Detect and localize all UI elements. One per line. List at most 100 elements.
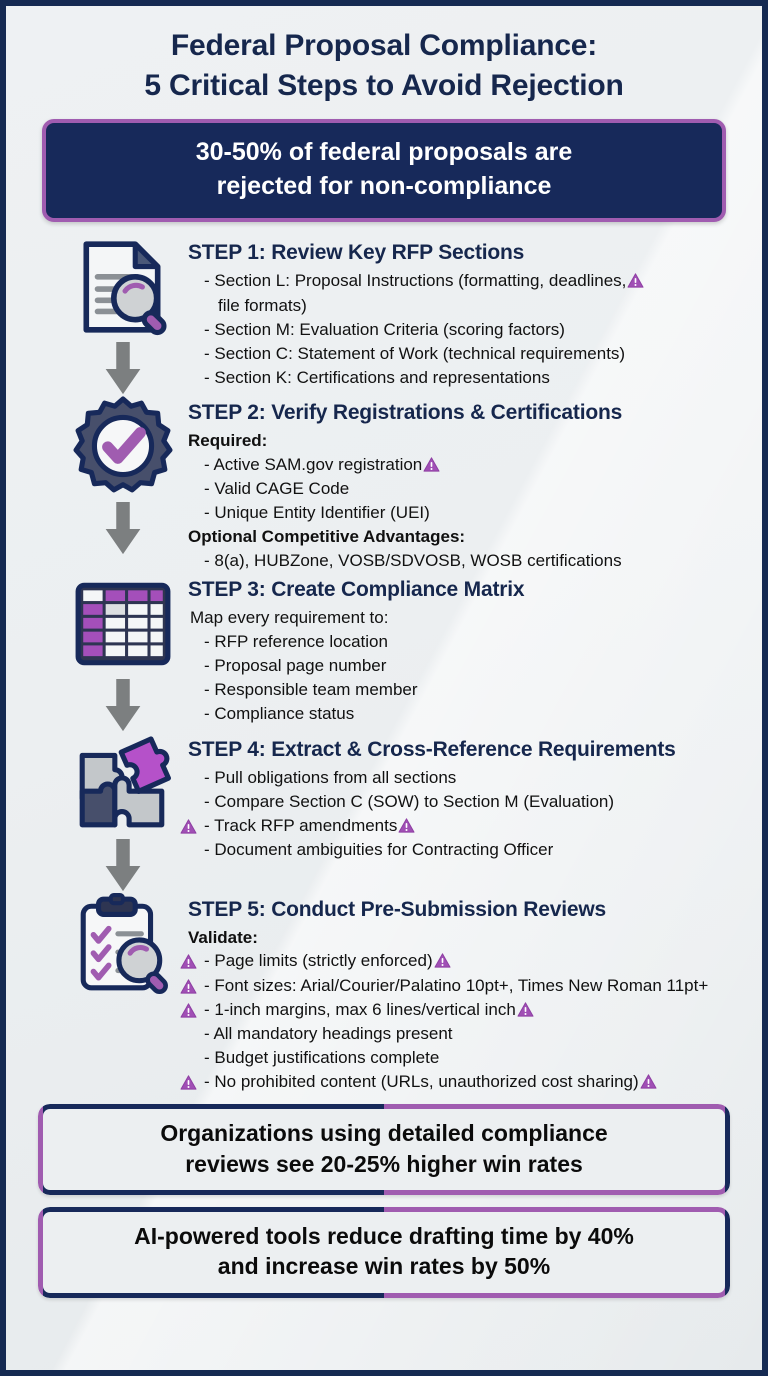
bullet-text: - All mandatory headings present — [204, 1023, 453, 1043]
step-2-text-column: STEP 2: Verify Registrations & Certifica… — [182, 396, 744, 573]
down-arrow-icon — [100, 678, 146, 733]
page-title: Federal Proposal Compliance: 5 Critical … — [6, 6, 762, 105]
banner-line1: AI-powered tools reduce drafting time by… — [134, 1222, 634, 1249]
banner-line2: and increase win rates by 50% — [217, 1253, 551, 1280]
clipboard-checklist-magnifier-icon — [72, 892, 174, 995]
page-title-line2: 5 Critical Steps to Avoid Rejection — [144, 68, 624, 102]
step-3-heading: STEP 3: Create Compliance Matrix — [188, 577, 525, 601]
step-2-bullet-2: - Active SAM.gov registration — [188, 453, 744, 477]
step-3-bullet-5: - Compliance status — [188, 702, 744, 726]
outcome-banners: Organizations using detailed compliance r… — [6, 1094, 762, 1298]
step-1-bullet-1: - Section L: Proposal Instructions (form… — [188, 269, 744, 317]
step-4: STEP 4: Extract & Cross-Reference Requir… — [6, 733, 762, 893]
step-3-bullet-2: - RFP reference location — [188, 630, 744, 654]
document-magnifier-icon — [72, 236, 174, 338]
warning-triangle-icon — [180, 978, 197, 994]
step-2-bullet-6: - 8(a), HUBZone, VOSB/SDVOSB, WOSB certi… — [188, 549, 744, 573]
banner-line2: reviews see 20-25% higher win rates — [185, 1150, 583, 1177]
step-2-subheading: Optional Competitive Advantages: — [188, 525, 744, 548]
warning-triangle-icon — [180, 1075, 197, 1090]
step-4-bullet-4: - Document ambiguities for Contracting O… — [188, 838, 744, 862]
warning-triangle-icon — [434, 953, 451, 969]
warning-triangle-icon — [423, 457, 440, 472]
step-1-bullet-2: - Section M: Evaluation Criteria (scorin… — [188, 318, 744, 342]
hero-stat-line2: rejected for non-compliance — [216, 171, 552, 200]
step-1-bullet-4: - Section K: Certifications and represen… — [188, 366, 744, 390]
step-4-bullet-2: - Compare Section C (SOW) to Section M (… — [188, 790, 744, 814]
bullet-text: - Compliance status — [204, 704, 355, 724]
bullet-text: - RFP reference location — [204, 632, 388, 652]
step-4-text-column: STEP 4: Extract & Cross-Reference Requir… — [180, 733, 744, 863]
step-5-heading: STEP 5: Conduct Pre-Submission Reviews — [188, 897, 606, 921]
down-arrow-icon — [100, 342, 146, 396]
step-1-icon-column — [64, 236, 182, 396]
bullet-text: - Responsible team member — [204, 680, 418, 700]
step-4-icon-column — [64, 733, 182, 893]
step-2-bullet-3: - Valid CAGE Code — [188, 477, 744, 501]
step-5-bullet-2: - Page limits (strictly enforced) — [180, 949, 744, 973]
warning-triangle-icon — [517, 1002, 534, 1017]
step-1: STEP 1: Review Key RFP Sections - Section… — [6, 236, 762, 396]
hero-stat-line1: 30-50% of federal proposals are — [195, 138, 573, 167]
bullet-text: - Section M: Evaluation Criteria (scorin… — [204, 319, 565, 339]
banner-text: Organizations using detailed compliance r… — [54, 1118, 714, 1179]
badge-check-icon — [72, 396, 174, 498]
down-arrow-icon — [100, 838, 146, 893]
bullet-text: - Budget justifications complete — [204, 1047, 440, 1067]
step-5-bullet-6: - Budget justifications complete — [188, 1046, 744, 1070]
bullet-text: - 1-inch margins, max 6 lines/vertical i… — [204, 999, 516, 1019]
step-5-bullet-3: - Font sizes: Arial/Courier/Palatino 10p… — [180, 974, 744, 998]
down-arrow-icon — [100, 502, 146, 556]
step-5-bullet-4: - 1-inch margins, max 6 lines/vertical i… — [180, 998, 744, 1022]
bullet-text: Validate: — [188, 927, 258, 947]
bullet-text: - Proposal page number — [204, 656, 387, 676]
step-3-intro-text: Map every requirement to: — [188, 606, 744, 630]
bullet-text: - Unique Entity Identifier (UEI) — [204, 503, 430, 523]
outcome-banner-2: AI-powered tools reduce drafting time by… — [38, 1206, 730, 1298]
step-2-bullet-4: - Unique Entity Identifier (UEI) — [188, 501, 744, 525]
bullet-text: - Page limits (strictly enforced) — [204, 951, 433, 971]
bullet-text: Required: — [188, 431, 268, 451]
bullet-text: - No prohibited content (URLs, unauthori… — [204, 1072, 639, 1092]
warning-triangle-icon — [180, 819, 197, 834]
step-2-subheading: Required: — [188, 429, 744, 452]
step-4-bullet-1: - Pull obligations from all sections — [188, 766, 744, 790]
steps-list: STEP 1: Review Key RFP Sections - Section… — [6, 222, 762, 1094]
bullet-text: - Document ambiguities for Contracting O… — [204, 840, 554, 860]
step-2-icon-column — [64, 396, 182, 556]
step-5-subheading: Validate: — [188, 926, 744, 949]
bullet-text: - Compare Section C (SOW) to Section M (… — [204, 792, 615, 812]
matrix-grid-icon — [72, 573, 174, 675]
hero-stat-wrapper: 30-50% of federal proposals are rejected… — [6, 105, 762, 223]
bullet-text: - Track RFP amendments — [204, 816, 398, 836]
puzzle-pieces-icon — [72, 733, 174, 835]
bullet-text: - Section K: Certifications and represen… — [204, 367, 550, 387]
step-3-bullet-3: - Proposal page number — [188, 654, 744, 678]
banner-text: AI-powered tools reduce drafting time by… — [54, 1221, 714, 1282]
step-5-bullet-7: - No prohibited content (URLs, unauthori… — [180, 1070, 744, 1094]
bullet-text: - 8(a), HUBZone, VOSB/SDVOSB, WOSB certi… — [204, 550, 622, 570]
bullet-text: - Active SAM.gov registration — [204, 454, 423, 474]
outcome-banner-1: Organizations using detailed compliance r… — [38, 1104, 730, 1195]
bullet-text: Map every requirement to: — [190, 607, 389, 627]
step-1-heading: STEP 1: Review Key RFP Sections — [188, 241, 525, 265]
step-5-bullet-5: - All mandatory headings present — [188, 1022, 744, 1046]
warning-triangle-icon — [398, 818, 415, 833]
page-title-line1: Federal Proposal Compliance: — [170, 29, 598, 62]
bullet-text: - Font sizes: Arial/Courier/Palatino 10p… — [204, 975, 709, 995]
warning-triangle-icon — [627, 273, 644, 289]
warning-triangle-icon — [640, 1074, 657, 1089]
step-4-bullet-3: - Track RFP amendments — [180, 814, 744, 838]
step-3-bullet-4: - Responsible team member — [188, 678, 744, 702]
step-4-heading: STEP 4: Extract & Cross-Reference Requir… — [188, 737, 676, 761]
bullet-text: - Section C: Statement of Work (technica… — [204, 343, 626, 363]
warning-triangle-icon — [180, 1003, 197, 1018]
banner-line1: Organizations using detailed compliance — [160, 1120, 608, 1147]
step-1-bullet-3: - Section C: Statement of Work (technica… — [188, 342, 744, 366]
step-5-icon-column — [64, 892, 182, 995]
